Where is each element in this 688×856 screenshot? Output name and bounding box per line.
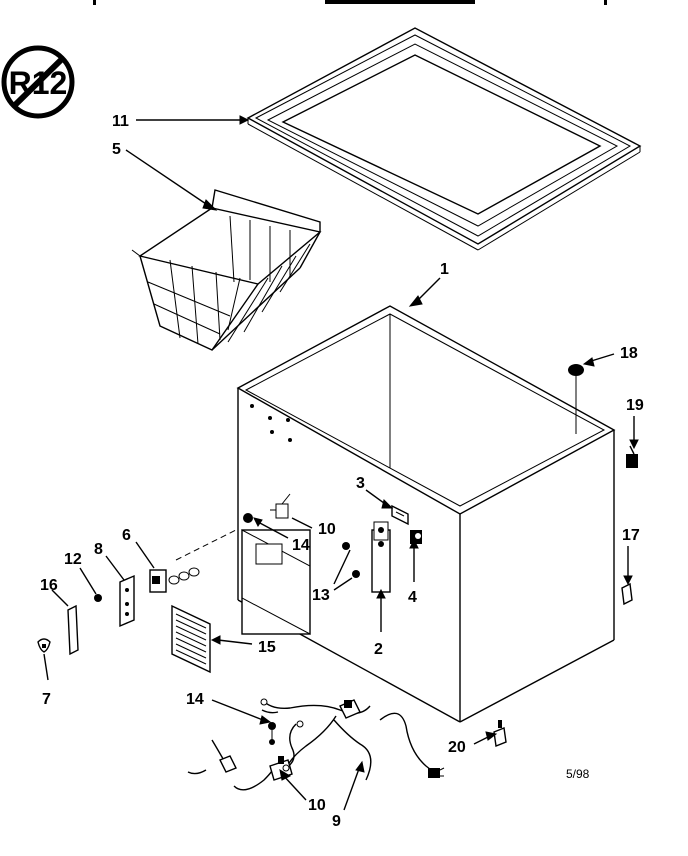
cabinet-drawing <box>236 305 616 723</box>
date-code: 5/98 <box>566 767 590 781</box>
basket-drawing <box>131 189 322 351</box>
leader-12 <box>79 567 97 595</box>
leader-10-upper <box>291 517 313 529</box>
leader-8 <box>105 555 125 581</box>
leader-15 <box>217 639 253 645</box>
leader-16 <box>51 589 69 607</box>
bracket-17-drawing <box>621 582 633 606</box>
arrow-19 <box>629 439 639 450</box>
plate-8-drawing <box>119 574 135 628</box>
wiring-harness-drawing <box>187 698 445 791</box>
clip-20-drawing <box>493 720 507 747</box>
arrow-2 <box>376 588 386 599</box>
control-6-drawing <box>149 529 237 593</box>
arrow-15 <box>210 635 221 645</box>
plug-button-drawing <box>568 364 584 434</box>
callout-19: 19 <box>626 397 644 414</box>
thermostat-10-drawing <box>270 493 291 519</box>
leader-13b <box>333 577 353 591</box>
lid-liner-drawing <box>246 27 642 251</box>
leader-6 <box>135 541 155 569</box>
callout-20: 20 <box>448 739 466 756</box>
r12-logo: R12 <box>1 45 75 119</box>
callout-10-upper: 10 <box>318 521 336 538</box>
cropped-header <box>93 0 607 5</box>
arrow-1 <box>408 295 423 307</box>
arrow-11 <box>239 115 250 125</box>
callout-16: 16 <box>40 577 58 594</box>
callout-12: 12 <box>64 551 82 568</box>
screw-14-upper-drawing <box>243 513 253 523</box>
callout-5: 5 <box>112 141 121 158</box>
leader-14-lower <box>211 699 269 723</box>
leader-1 <box>417 277 441 301</box>
callout-18: 18 <box>620 345 638 362</box>
arrow-10-lower <box>279 768 292 781</box>
callout-9: 9 <box>332 813 341 830</box>
callout-2: 2 <box>374 641 383 658</box>
screw-19-drawing <box>626 445 638 468</box>
leader-5 <box>125 149 213 209</box>
arrow-3 <box>381 499 394 509</box>
callout-7: 7 <box>42 691 51 708</box>
callout-13: 13 <box>312 587 330 604</box>
leader-7 <box>43 653 49 681</box>
callout-3: 3 <box>356 475 365 492</box>
leader-14-upper <box>257 521 289 539</box>
leader-9 <box>343 765 361 811</box>
callout-6: 6 <box>122 527 131 544</box>
callout-10-lower: 10 <box>308 797 326 814</box>
callout-1: 1 <box>440 261 449 278</box>
grille-15-drawing <box>171 604 211 674</box>
callout-11: 11 <box>112 113 129 130</box>
hinge-drawing <box>371 521 422 593</box>
callout-17: 17 <box>622 527 640 544</box>
arrow-14-upper <box>253 517 263 527</box>
label-16-drawing <box>67 604 79 656</box>
screw-12-drawing <box>94 594 102 602</box>
arrow-9 <box>355 760 365 773</box>
bracket-3-drawing <box>391 504 409 526</box>
leader-13a <box>333 549 351 585</box>
screw-13-drawing <box>342 542 360 578</box>
callout-8: 8 <box>94 541 103 558</box>
arrow-20 <box>485 731 498 741</box>
arrow-4 <box>409 538 419 549</box>
arrow-5 <box>202 199 218 211</box>
arrow-18 <box>582 357 595 367</box>
callout-14-lower: 14 <box>186 691 204 708</box>
callout-15: 15 <box>258 639 276 656</box>
arrow-17 <box>623 575 633 586</box>
callout-4: 4 <box>408 589 417 606</box>
callout-14-upper: 14 <box>292 537 310 554</box>
arrow-14-lower <box>259 715 272 725</box>
clip-7-drawing <box>37 638 51 653</box>
